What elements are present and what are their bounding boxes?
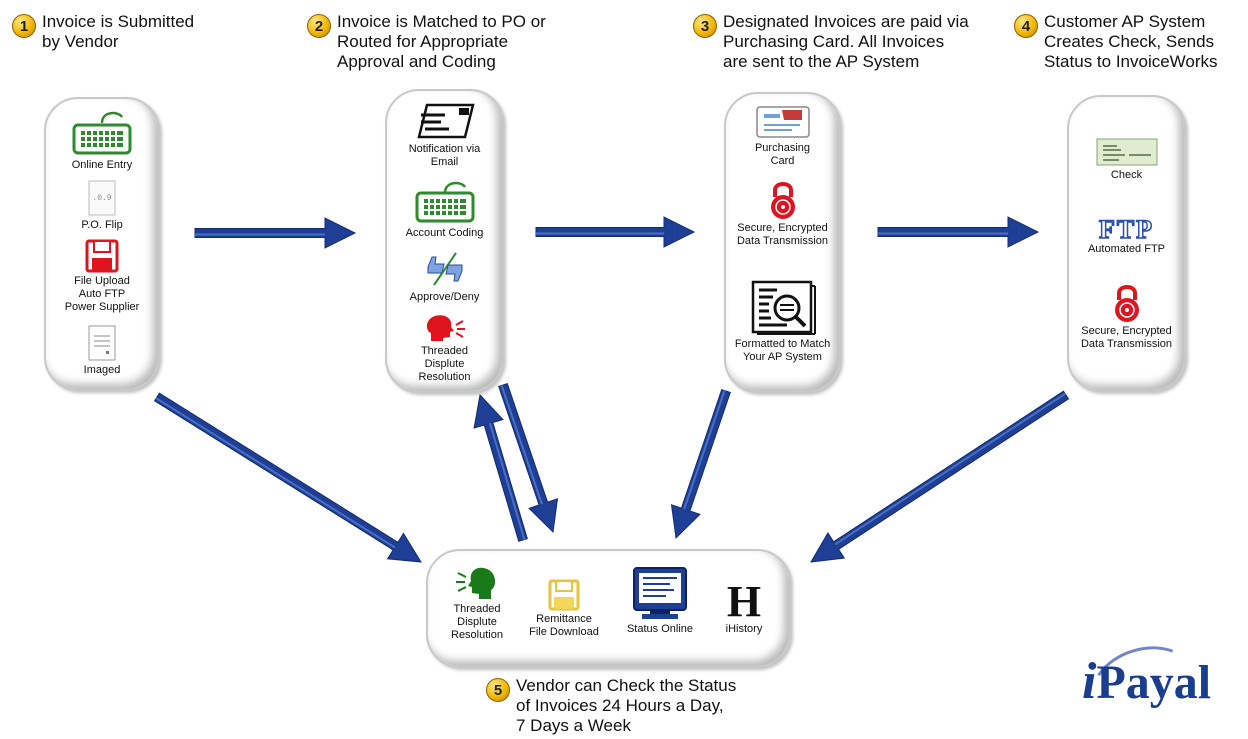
step-1-heading: 1 Invoice is Submitted by Vendor: [12, 12, 194, 52]
arrow-1-to-5: [153, 392, 422, 563]
step-3-text: Designated Invoices are paid via Purchas…: [723, 12, 969, 71]
padlock-icon: [770, 182, 795, 219]
ftp-label: Automated FTP: [1087, 243, 1166, 255]
step-4-badge: 4: [1014, 14, 1038, 38]
dispute-label: Threaded Displute Resolution: [418, 345, 471, 383]
email-icon: [416, 103, 475, 139]
document-icon: .0.9: [88, 180, 116, 216]
imaged-label: Imaged: [83, 364, 121, 376]
arrow-2-to-5-highlight: [500, 385, 543, 505]
floppy-disk-icon: [548, 579, 580, 611]
secure-label: Secure, Encrypted Data Transmission: [736, 222, 829, 247]
brand-logo: iPayal: [1082, 652, 1211, 711]
padlock-icon: [1114, 285, 1139, 322]
step-4-text: Customer AP System Creates Check, Sends …: [1044, 12, 1218, 71]
matching-box: Notification via Email Account Coding Ap…: [385, 89, 504, 393]
step-2-badge: 2: [307, 14, 331, 38]
credit-card-icon: [755, 106, 810, 138]
step-5-text: Vendor can Check the Status of Invoices …: [516, 676, 737, 735]
arrow-5-to-2-highlight: [489, 423, 526, 540]
approve-deny-item: Approve/Deny: [387, 249, 502, 304]
secure-item-2: Secure, Encrypted Data Transmission: [1069, 283, 1184, 351]
svg-text:.0.9: .0.9: [92, 194, 111, 203]
check-label: Check: [1110, 169, 1143, 181]
thumbs-up-down-icon: [427, 252, 462, 286]
vendor-status-box: Threaded Displute Resolution Remittance …: [426, 549, 791, 668]
file-upload-item: File Upload Auto FTP Power Supplier: [46, 239, 158, 314]
vendor-dispute-item: Threaded Displute Resolution: [442, 565, 512, 642]
step-2-heading: 2 Invoice is Matched to PO or Routed for…: [307, 12, 546, 72]
brand-logo-i: i: [1082, 653, 1097, 710]
account-coding-label: Account Coding: [405, 227, 484, 239]
arrow-1-to-2: [194, 217, 357, 249]
arrow-4-to-5-highlight: [834, 392, 1066, 546]
document-magnifier-icon: [751, 280, 816, 335]
secure-label-2: Secure, Encrypted Data Transmission: [1080, 325, 1173, 350]
secure-item: Secure, Encrypted Data Transmission: [726, 180, 839, 248]
keyboard-icon: [415, 181, 474, 223]
formatted-item: Formatted to Match Your AP System: [726, 278, 839, 364]
payment-box: Purchasing Card Secure, Encrypted Data T…: [724, 92, 841, 393]
ihistory-item: H iHistory: [714, 577, 774, 636]
formatted-label: Formatted to Match Your AP System: [734, 338, 831, 363]
pcard-item: Purchasing Card: [726, 104, 839, 168]
step-1-badge: 1: [12, 14, 36, 38]
keyboard-icon: [72, 111, 132, 155]
remittance-label: Remittance File Download: [529, 613, 599, 638]
floppy-disk-icon: [85, 239, 119, 273]
status-online-label: Status Online: [626, 623, 694, 635]
ftp-item: FTP Automated FTP: [1069, 215, 1184, 256]
arrow-1-to-5-highlight: [155, 397, 396, 549]
step-2-text: Invoice is Matched to PO or Routed for A…: [337, 12, 546, 71]
arrow-2-to-3: [535, 216, 696, 248]
step-1-text: Invoice is Submitted by Vendor: [42, 12, 195, 51]
ftp-logo-icon: FTP: [1098, 215, 1155, 244]
step-3-heading: 3 Designated Invoices are paid via Purch…: [693, 12, 969, 72]
file-upload-label: File Upload Auto FTP Power Supplier: [64, 275, 140, 313]
step-3-badge: 3: [693, 14, 717, 38]
check-item: Check: [1069, 137, 1184, 182]
pcard-label: Purchasing Card: [754, 142, 811, 167]
ap-system-box: Check FTP Automated FTP Secure, Encrypte…: [1067, 95, 1186, 392]
speaking-head-icon: [456, 567, 496, 599]
step-4-heading: 4 Customer AP System Creates Check, Send…: [1014, 12, 1218, 72]
step-5-badge: 5: [486, 678, 510, 702]
brand-logo-rest: Payal: [1096, 656, 1212, 709]
imaged-item: Imaged: [46, 324, 158, 377]
notification-label: Notification via Email: [408, 143, 481, 168]
arrow-3-to-5: [670, 388, 731, 540]
computer-monitor-icon: [633, 567, 687, 619]
ihistory-label: iHistory: [725, 623, 763, 635]
vendor-dispute-label: Threaded Displute Resolution: [451, 603, 503, 641]
remittance-item: Remittance File Download: [522, 579, 606, 639]
speaking-head-icon: [426, 315, 465, 341]
po-flip-label: P.O. Flip: [81, 219, 123, 231]
approve-deny-label: Approve/Deny: [409, 291, 480, 303]
step-5-heading: 5 Vendor can Check the Status of Invoice…: [486, 676, 736, 736]
status-online-item: Status Online: [618, 565, 702, 636]
notification-item: Notification via Email: [387, 101, 502, 169]
submission-box: Online Entry .0.9 P.O. Flip File Upload …: [44, 97, 160, 391]
account-coding-item: Account Coding: [387, 179, 502, 240]
arrow-3-to-5-highlight: [683, 390, 726, 510]
scanned-document-icon: [88, 325, 116, 361]
online-entry-item: Online Entry: [46, 109, 158, 172]
history-logo-icon: H: [726, 577, 762, 626]
arrow-3-to-4: [877, 216, 1040, 248]
online-entry-label: Online Entry: [71, 159, 133, 171]
dispute-item: Threaded Displute Resolution: [387, 313, 502, 384]
po-flip-item: .0.9 P.O. Flip: [46, 179, 158, 232]
check-icon: [1096, 138, 1157, 166]
